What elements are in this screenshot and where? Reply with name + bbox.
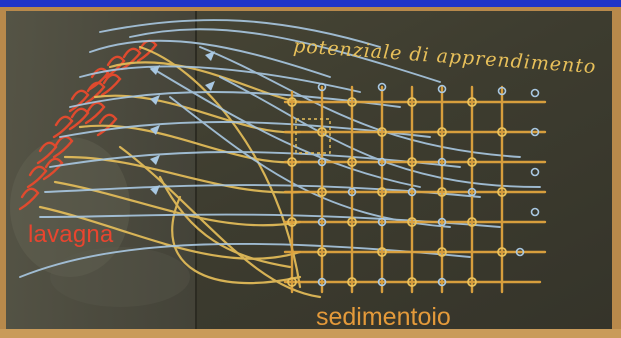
grid-lines [283,85,547,294]
blackboard-drawing [0,7,621,338]
grid-nodes [287,97,507,287]
chalk-ledge [0,329,621,338]
dashed-square [295,118,331,154]
red-chalk-marks [18,39,158,211]
top-bar [0,0,621,7]
grid-nodes-blue [317,82,540,287]
sedimentoio-label: sedimentoio [316,303,451,331]
blackboard-photo: lavagna sedimentoio potenziale di appren… [0,7,621,338]
lavagna-label: lavagna [28,221,114,248]
blue-arrowheads [150,51,215,195]
erased-chalk-haze [10,137,130,277]
